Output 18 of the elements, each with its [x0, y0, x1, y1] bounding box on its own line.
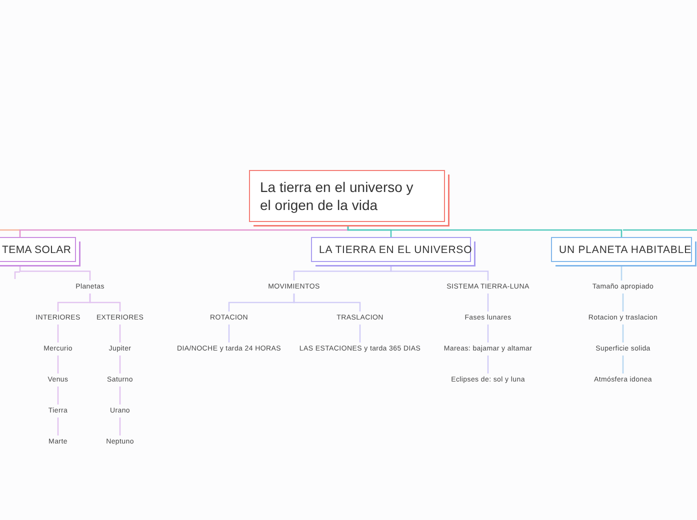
connector-line [57, 324, 59, 342]
connector-line [119, 386, 121, 404]
connector-line [487, 294, 489, 312]
connector-line [119, 418, 121, 436]
connector-line [119, 356, 121, 374]
connector-line [57, 356, 59, 374]
connector-line [622, 294, 624, 312]
connector-line [293, 294, 361, 312]
connector-line [89, 294, 121, 312]
connector-line [359, 324, 361, 342]
connector-line [487, 324, 489, 342]
connector-line [622, 356, 624, 374]
connector-line [119, 324, 121, 342]
connector-line [57, 418, 59, 436]
connector-line [622, 324, 624, 342]
connector-line [487, 356, 489, 374]
connector-line [228, 324, 230, 342]
connector-line [57, 386, 59, 404]
